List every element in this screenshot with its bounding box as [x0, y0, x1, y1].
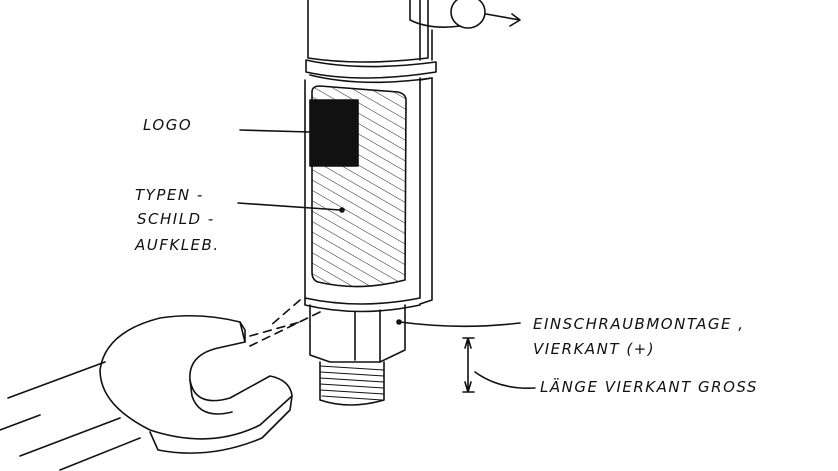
pipe-outlet — [409, 0, 521, 29]
length-label: LÄNGE VIERKANT GROSS — [540, 378, 758, 396]
type-plate-label-line2: SCHILD - — [137, 210, 215, 228]
leader-lines — [237, 129, 536, 393]
wrench — [0, 299, 321, 471]
upper-housing — [307, 0, 433, 63]
logo-block — [309, 99, 359, 167]
mounting-label-line2: VIERKANT (+) — [533, 340, 656, 358]
type-plate-label-line3: AUFKLEB. — [135, 236, 220, 254]
mounting-label-line1: EINSCHRAUBMONTAGE , — [533, 315, 745, 333]
hex-fitting — [309, 304, 406, 363]
thread — [319, 361, 385, 406]
type-plate-label-line1: TYPEN - — [135, 186, 204, 204]
logo-label: LOGO — [143, 116, 193, 134]
collar — [305, 59, 437, 84]
